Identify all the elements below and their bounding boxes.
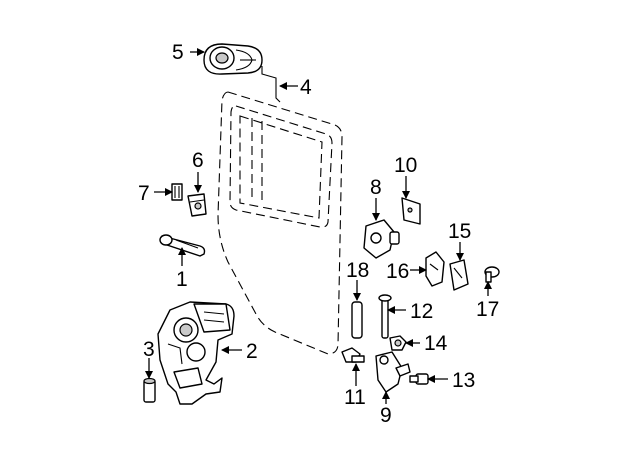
callout-1: 1 bbox=[176, 268, 188, 291]
bolt-13 bbox=[409, 373, 429, 385]
door-pin bbox=[351, 301, 363, 339]
callout-15: 15 bbox=[448, 220, 471, 243]
callout-13: 13 bbox=[452, 369, 475, 392]
callout-5: 5 bbox=[172, 41, 184, 64]
callout-11: 11 bbox=[344, 386, 366, 409]
callout-17: 17 bbox=[476, 298, 499, 321]
callout-8: 8 bbox=[370, 176, 382, 199]
callout-10: 10 bbox=[394, 154, 417, 177]
callout-3: 3 bbox=[143, 338, 155, 361]
rod-clip bbox=[187, 193, 207, 217]
callout-12: 12 bbox=[410, 300, 433, 323]
callout-16: 16 bbox=[386, 260, 409, 283]
callout-6: 6 bbox=[192, 149, 204, 172]
nut bbox=[389, 335, 407, 351]
latch-pin bbox=[143, 377, 156, 403]
callout-7: 7 bbox=[138, 182, 150, 205]
callout-9: 9 bbox=[380, 404, 392, 427]
inside-handle bbox=[159, 234, 206, 257]
screw-17 bbox=[484, 266, 500, 283]
leader-lines bbox=[145, 48, 492, 404]
small-clip bbox=[171, 183, 183, 201]
hinge-bracket bbox=[363, 219, 400, 259]
hex-bolt bbox=[341, 347, 365, 363]
clip-bracket bbox=[425, 251, 445, 287]
callout-18: 18 bbox=[346, 259, 369, 282]
check-link bbox=[375, 351, 411, 393]
long-pin bbox=[378, 294, 392, 339]
callout-2: 2 bbox=[246, 340, 258, 363]
handle-rod bbox=[261, 66, 281, 103]
callout-4: 4 bbox=[300, 76, 312, 99]
outside-handle bbox=[203, 43, 263, 75]
wedge-bracket bbox=[449, 259, 469, 291]
latch-assembly bbox=[157, 301, 235, 405]
callout-14: 14 bbox=[424, 332, 448, 355]
callout-labels: 5 4 6 7 1 2 3 8 10 15 16 17 18 12 14 11 … bbox=[138, 41, 499, 427]
mounting-plate bbox=[401, 197, 421, 225]
door-outline bbox=[217, 91, 343, 355]
